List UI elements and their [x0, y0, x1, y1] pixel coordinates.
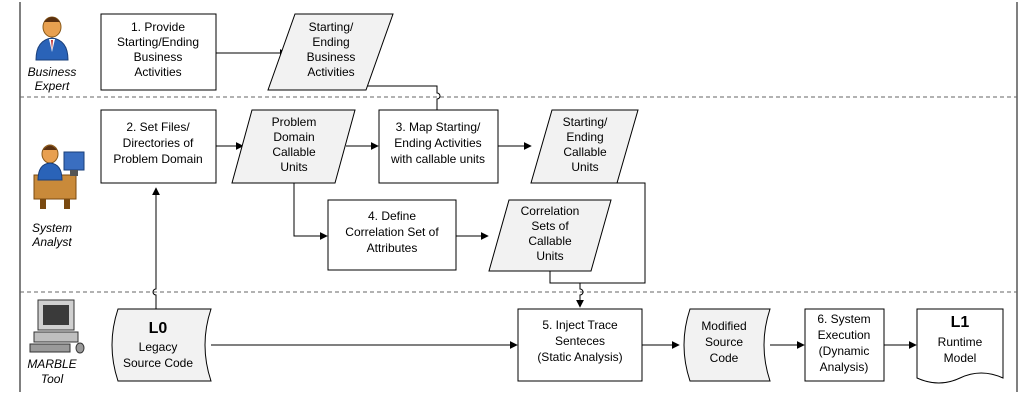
computer-icon [29, 299, 85, 354]
svg-text:Callable: Callable [272, 145, 316, 159]
svg-text:Starting/: Starting/ [309, 20, 354, 34]
svg-text:Problem: Problem [272, 115, 317, 129]
svg-text:Model: Model [944, 351, 977, 365]
svg-text:Activities: Activities [134, 65, 181, 79]
process-inject-trace: 5. Inject Trace Senteces (Static Analysi… [517, 308, 643, 382]
process-set-files: 2. Set Files/ Directories of Problem Dom… [100, 109, 217, 184]
svg-text:Sets of: Sets of [531, 219, 569, 233]
svg-text:Units: Units [571, 160, 598, 174]
svg-text:Ending: Ending [566, 130, 603, 144]
svg-text:Ending Activities: Ending Activities [394, 136, 481, 150]
svg-text:Callable: Callable [563, 145, 607, 159]
business-person-icon [35, 16, 69, 61]
svg-text:(Static Analysis): (Static Analysis) [537, 350, 622, 364]
svg-text:with callable units: with callable units [390, 152, 485, 166]
flow-arrow [293, 183, 328, 240]
svg-text:Source Code: Source Code [123, 356, 193, 370]
svg-text:3. Map Starting/: 3. Map Starting/ [396, 120, 481, 134]
svg-text:Attributes: Attributes [367, 241, 418, 255]
svg-text:Units: Units [536, 249, 563, 263]
process-map-activities: 3. Map Starting/ Ending Activities with … [378, 109, 499, 184]
svg-text:Starting/Ending: Starting/Ending [117, 35, 199, 49]
svg-text:Correlation: Correlation [521, 204, 580, 218]
svg-text:Code: Code [710, 351, 739, 365]
flow-arrow [366, 85, 441, 138]
svg-text:Modified: Modified [701, 319, 746, 333]
svg-text:2. Set Files/: 2. Set Files/ [126, 120, 190, 134]
svg-text:5. Inject Trace: 5. Inject Trace [542, 318, 618, 332]
svg-text:Runtime: Runtime [938, 335, 983, 349]
flow-arrow [152, 187, 160, 309]
data-correlation-sets: Correlation Sets of Callable Units [488, 199, 612, 272]
svg-text:4. Define: 4. Define [368, 209, 416, 223]
svg-text:Business: Business [134, 50, 183, 64]
data-problem-domain-callable-units: Problem Domain Callable Units [231, 109, 356, 184]
svg-text:6. System: 6. System [817, 312, 870, 326]
stored-data-modified-source-code: Modified Source Code [683, 308, 771, 382]
svg-text:L0: L0 [149, 320, 168, 337]
svg-text:Domain: Domain [273, 130, 314, 144]
flow-connector [580, 182, 646, 284]
svg-text:Analysis): Analysis) [820, 360, 869, 374]
svg-text:Business: Business [307, 50, 356, 64]
process-define-correlation: 4. Define Correlation Set of Attributes [327, 199, 457, 271]
document-runtime-model: L1 Runtime Model [916, 308, 1004, 384]
data-start-end-callable-units: Starting/ Ending Callable Units [530, 109, 639, 184]
stored-data-legacy-source-code: L0 Legacy Source Code [111, 308, 212, 382]
flow-arrow [549, 271, 584, 308]
process-system-execution: 6. System Execution (Dynamic Analysis) [804, 308, 885, 382]
svg-text:Starting/: Starting/ [563, 115, 608, 129]
svg-text:Callable: Callable [528, 234, 572, 248]
lane-label: Tool [41, 372, 64, 386]
analyst-at-desk-icon [33, 144, 85, 209]
svg-text:1. Provide: 1. Provide [131, 20, 185, 34]
svg-text:Problem Domain: Problem Domain [113, 152, 202, 166]
data-start-end-business-activities: Starting/ Ending Business Activities [267, 13, 394, 91]
svg-text:(Dynamic: (Dynamic [819, 344, 870, 358]
svg-text:L1: L1 [951, 314, 970, 331]
lane-label: Expert [35, 79, 70, 93]
svg-text:Units: Units [280, 160, 307, 174]
lane-label: System [32, 221, 72, 235]
svg-text:Source: Source [705, 335, 743, 349]
svg-text:Senteces: Senteces [555, 334, 605, 348]
process-provide-activities: 1. Provide Starting/Ending Business Acti… [100, 13, 217, 91]
lane-label: Business [28, 65, 77, 79]
svg-text:Ending: Ending [312, 35, 349, 49]
svg-text:Execution: Execution [818, 328, 871, 342]
svg-text:Legacy: Legacy [139, 340, 178, 354]
svg-text:Activities: Activities [307, 65, 354, 79]
svg-text:Correlation Set of: Correlation Set of [345, 225, 439, 239]
lane-label: MARBLE [27, 357, 77, 371]
lane-label: Analyst [31, 235, 72, 249]
svg-text:Directories of: Directories of [123, 136, 194, 150]
